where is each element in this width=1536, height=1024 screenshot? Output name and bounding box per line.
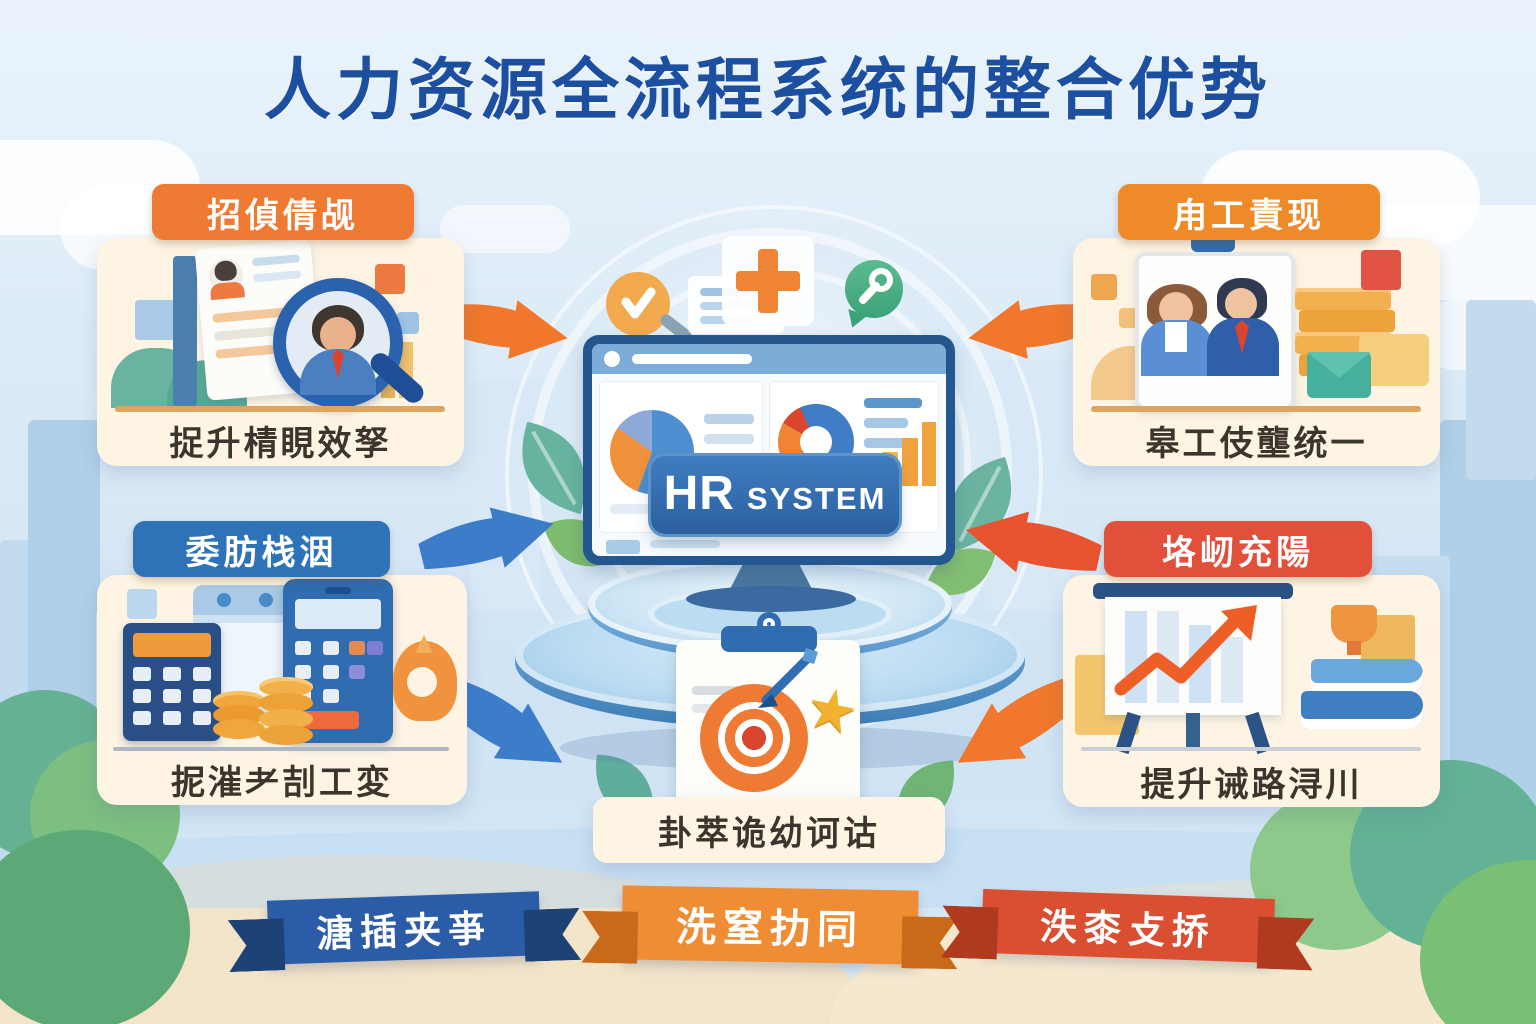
growth-chart-board-icon bbox=[1105, 597, 1281, 715]
deco-square bbox=[135, 300, 175, 340]
magnifier-icon bbox=[273, 278, 403, 408]
topbar-dot bbox=[604, 351, 620, 367]
card-payroll-header: 委肪栈洇 bbox=[133, 521, 390, 577]
envelope-icon bbox=[1307, 352, 1371, 398]
hr-system-label-secondary: SYSTEM bbox=[746, 481, 887, 516]
card-employees: 皋工伎壟统一 bbox=[1073, 226, 1440, 466]
leaf-icon bbox=[522, 421, 585, 515]
hr-system-label: HR SYSTEM bbox=[651, 456, 899, 534]
baseline bbox=[113, 747, 449, 751]
deco-square bbox=[1119, 308, 1139, 328]
card-training-header: 垎屻充陽 bbox=[1104, 521, 1372, 577]
card-employees-caption: 皋工伎壟统一 bbox=[1145, 425, 1368, 463]
deco-square bbox=[1091, 274, 1117, 300]
ribbon-center-label: 洗窒扐同 bbox=[675, 905, 865, 953]
arrow-employees-to-hub bbox=[968, 300, 1099, 359]
performance-caption: 卦萃诡幼诃诂 bbox=[658, 814, 880, 853]
baseline bbox=[1091, 406, 1421, 412]
calculator-icon bbox=[123, 623, 221, 741]
card-recruitment-caption: 捉升棈睍效孥 bbox=[169, 425, 392, 463]
clipboard-clip bbox=[721, 626, 817, 652]
baseline bbox=[1081, 747, 1421, 751]
arrow-training-to-hub bbox=[965, 511, 1102, 573]
dashboard-topbar bbox=[592, 344, 946, 374]
deco-tower bbox=[173, 256, 197, 406]
dart-icon bbox=[758, 648, 818, 708]
support-bubble-icon bbox=[845, 260, 903, 318]
performance-caption-box: 卦萃诡幼诃诂 bbox=[593, 797, 945, 863]
deco-square bbox=[127, 589, 157, 619]
card-payroll: 抳漼耂㓤工変 bbox=[97, 575, 467, 805]
monitor-base bbox=[686, 586, 856, 612]
topbar-pill bbox=[632, 354, 752, 364]
card-recruitment-header: 招偵倩觇 bbox=[152, 184, 414, 240]
trophy-stem bbox=[1347, 641, 1361, 655]
check-bubble-icon bbox=[606, 272, 670, 336]
bar-4 bbox=[922, 422, 936, 486]
card-training-caption: 提升诫路浔川 bbox=[1140, 766, 1363, 804]
badge-clipboard-icon bbox=[1135, 252, 1295, 410]
arrow-bottom-right bbox=[957, 676, 1086, 763]
target-icon bbox=[700, 684, 808, 792]
card-recruitment: 捉升棈睍效孥 bbox=[97, 238, 464, 466]
bush bbox=[0, 830, 190, 1024]
easel-leg bbox=[1186, 713, 1200, 751]
card-training: 提升诫路浔川 bbox=[1063, 575, 1440, 807]
card-recruitment-header-label: 招偵倩觇 bbox=[207, 196, 359, 235]
ribbon-left-label: 溏插夹亊 bbox=[315, 907, 493, 956]
card-training-header-label: 垎屻充陽 bbox=[1162, 533, 1314, 572]
bar-3 bbox=[902, 438, 918, 486]
screen-footer-block bbox=[606, 540, 640, 554]
card-payroll-header-label: 委肪栈洇 bbox=[185, 533, 338, 572]
card-employees-header: 甪工責现 bbox=[1118, 184, 1380, 240]
deco-square bbox=[397, 312, 419, 334]
ribbon-decision-support: 泆桼攴挢 bbox=[981, 888, 1275, 963]
baseline bbox=[115, 406, 445, 412]
donut-hole bbox=[800, 426, 832, 458]
cloud bbox=[440, 205, 570, 253]
arrow-recruitment-to-hub bbox=[437, 300, 568, 359]
deco-square bbox=[1361, 250, 1401, 290]
hr-system-label-primary: HR bbox=[663, 467, 735, 520]
page-title: 人力资源全流程系统的整合优势 bbox=[264, 53, 1272, 128]
arrow-payroll-to-hub bbox=[418, 507, 554, 570]
plus-card-icon bbox=[722, 236, 814, 326]
trophy-icon bbox=[1331, 605, 1377, 643]
easel-topbar bbox=[1093, 583, 1293, 599]
coin-pouch-icon bbox=[393, 635, 457, 721]
ribbon-data-sharing: 溏插夹亊 bbox=[267, 891, 541, 964]
ribbon-collaboration: 洗窒扐同 bbox=[621, 885, 918, 964]
ribbon-right-label: 泆桼攴挢 bbox=[1039, 905, 1217, 954]
building bbox=[1466, 300, 1536, 480]
deco-square bbox=[375, 264, 405, 294]
card-payroll-caption: 抳漼耂㓤工変 bbox=[171, 764, 393, 802]
card-employees-header-label: 甪工責现 bbox=[1173, 196, 1325, 235]
